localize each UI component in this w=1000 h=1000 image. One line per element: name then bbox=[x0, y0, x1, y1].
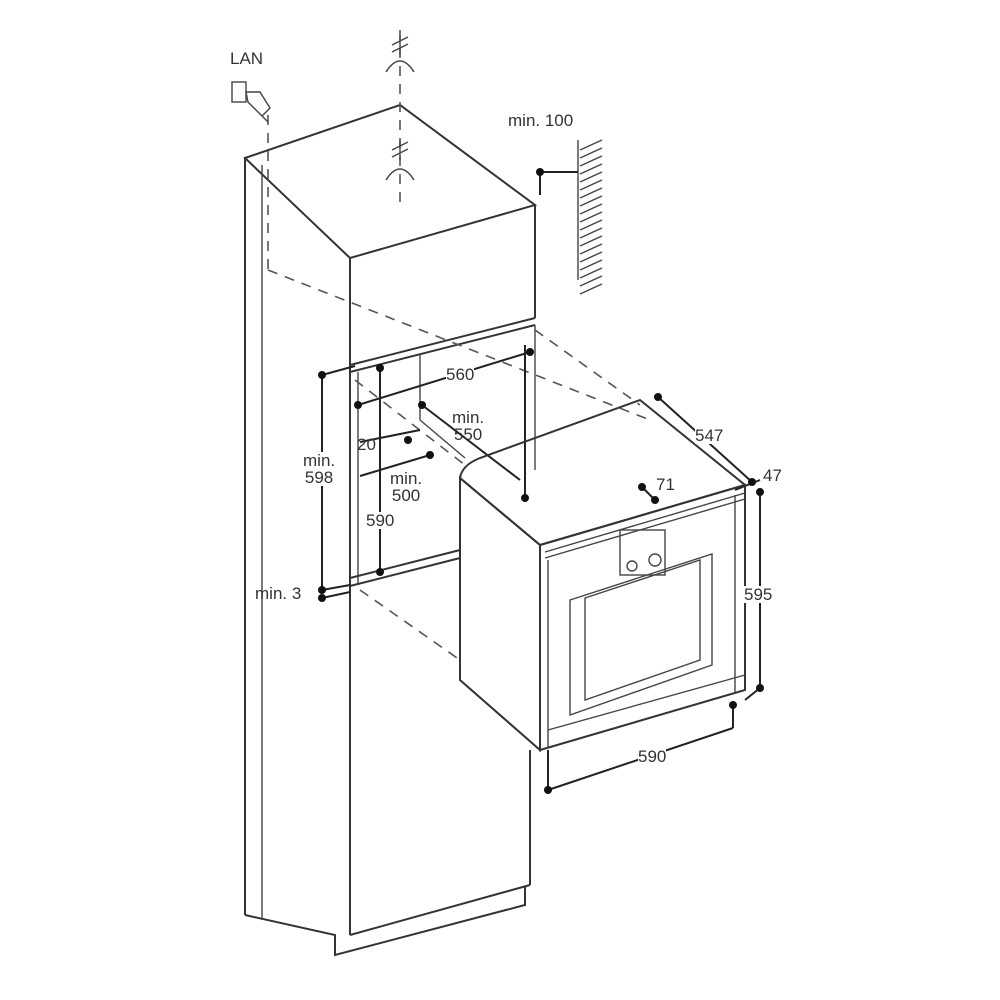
hatch-line bbox=[579, 283, 603, 295]
hatch-line bbox=[579, 147, 603, 159]
hatch-line bbox=[579, 179, 603, 191]
hatch-line bbox=[579, 171, 603, 183]
min-100-label: min. 100 bbox=[508, 111, 574, 130]
hatch-line bbox=[579, 203, 603, 215]
ground-symbol-icon bbox=[385, 35, 415, 181]
hatch-line bbox=[579, 267, 603, 279]
min-598-label: min.598 bbox=[303, 451, 336, 487]
dimension-dot bbox=[376, 568, 384, 576]
dimension-dot bbox=[536, 168, 544, 176]
min-3-label: min. 3 bbox=[255, 584, 302, 603]
hatch-line bbox=[579, 195, 603, 207]
dimension-dot bbox=[544, 786, 552, 794]
hatch-line bbox=[579, 275, 603, 287]
dimension-dot bbox=[756, 488, 764, 496]
hatch-line bbox=[579, 219, 603, 231]
hatch-line bbox=[579, 235, 603, 247]
dimension-dot bbox=[756, 684, 764, 692]
dimension-dots bbox=[318, 168, 764, 794]
dimension-dot bbox=[318, 586, 326, 594]
tall-cabinet bbox=[243, 103, 538, 957]
hatch-line bbox=[579, 139, 603, 151]
wall-hatch bbox=[577, 139, 603, 295]
dimension-dot bbox=[748, 478, 756, 486]
height-590-label: 590 bbox=[366, 511, 395, 530]
lan-plug-icon bbox=[231, 81, 271, 123]
min-500-label: min.500 bbox=[390, 469, 423, 505]
hatch-line bbox=[579, 227, 603, 239]
hatch-line bbox=[579, 259, 603, 271]
hatch-line bbox=[579, 243, 603, 255]
depth-47-label: 47 bbox=[763, 466, 782, 485]
dimension-dot bbox=[638, 483, 646, 491]
dimension-dot bbox=[729, 701, 737, 709]
depth-547-label: 547 bbox=[695, 426, 724, 445]
width-560-label: 560 bbox=[446, 365, 475, 384]
hatch-line bbox=[579, 251, 603, 263]
lan-label: LAN bbox=[230, 49, 264, 68]
dimension-dot bbox=[426, 451, 434, 459]
dimension-dot bbox=[654, 393, 662, 401]
panel-71-label: 71 bbox=[656, 475, 675, 494]
dimension-dot bbox=[376, 364, 384, 372]
width-590-label: 590 bbox=[638, 747, 667, 766]
dimension-dot bbox=[318, 371, 326, 379]
dimension-dot bbox=[521, 494, 529, 502]
dimension-dot bbox=[318, 594, 326, 602]
dimension-dot bbox=[526, 348, 534, 356]
oven bbox=[458, 398, 748, 753]
hatch-line bbox=[579, 187, 603, 199]
height-595-label: 595 bbox=[744, 585, 773, 604]
dimension-dot bbox=[418, 401, 426, 409]
min-550-label: min.550 bbox=[452, 408, 485, 444]
hatch-line bbox=[579, 163, 603, 175]
hatch-line bbox=[579, 155, 603, 167]
dimension-lines bbox=[321, 171, 761, 791]
hidden-lines bbox=[267, 30, 651, 661]
dimension-dot bbox=[354, 401, 362, 409]
dimension-dot bbox=[651, 496, 659, 504]
dimension-dot bbox=[404, 436, 412, 444]
depth-20-label: 20 bbox=[357, 435, 376, 454]
hatch-line bbox=[579, 211, 603, 223]
